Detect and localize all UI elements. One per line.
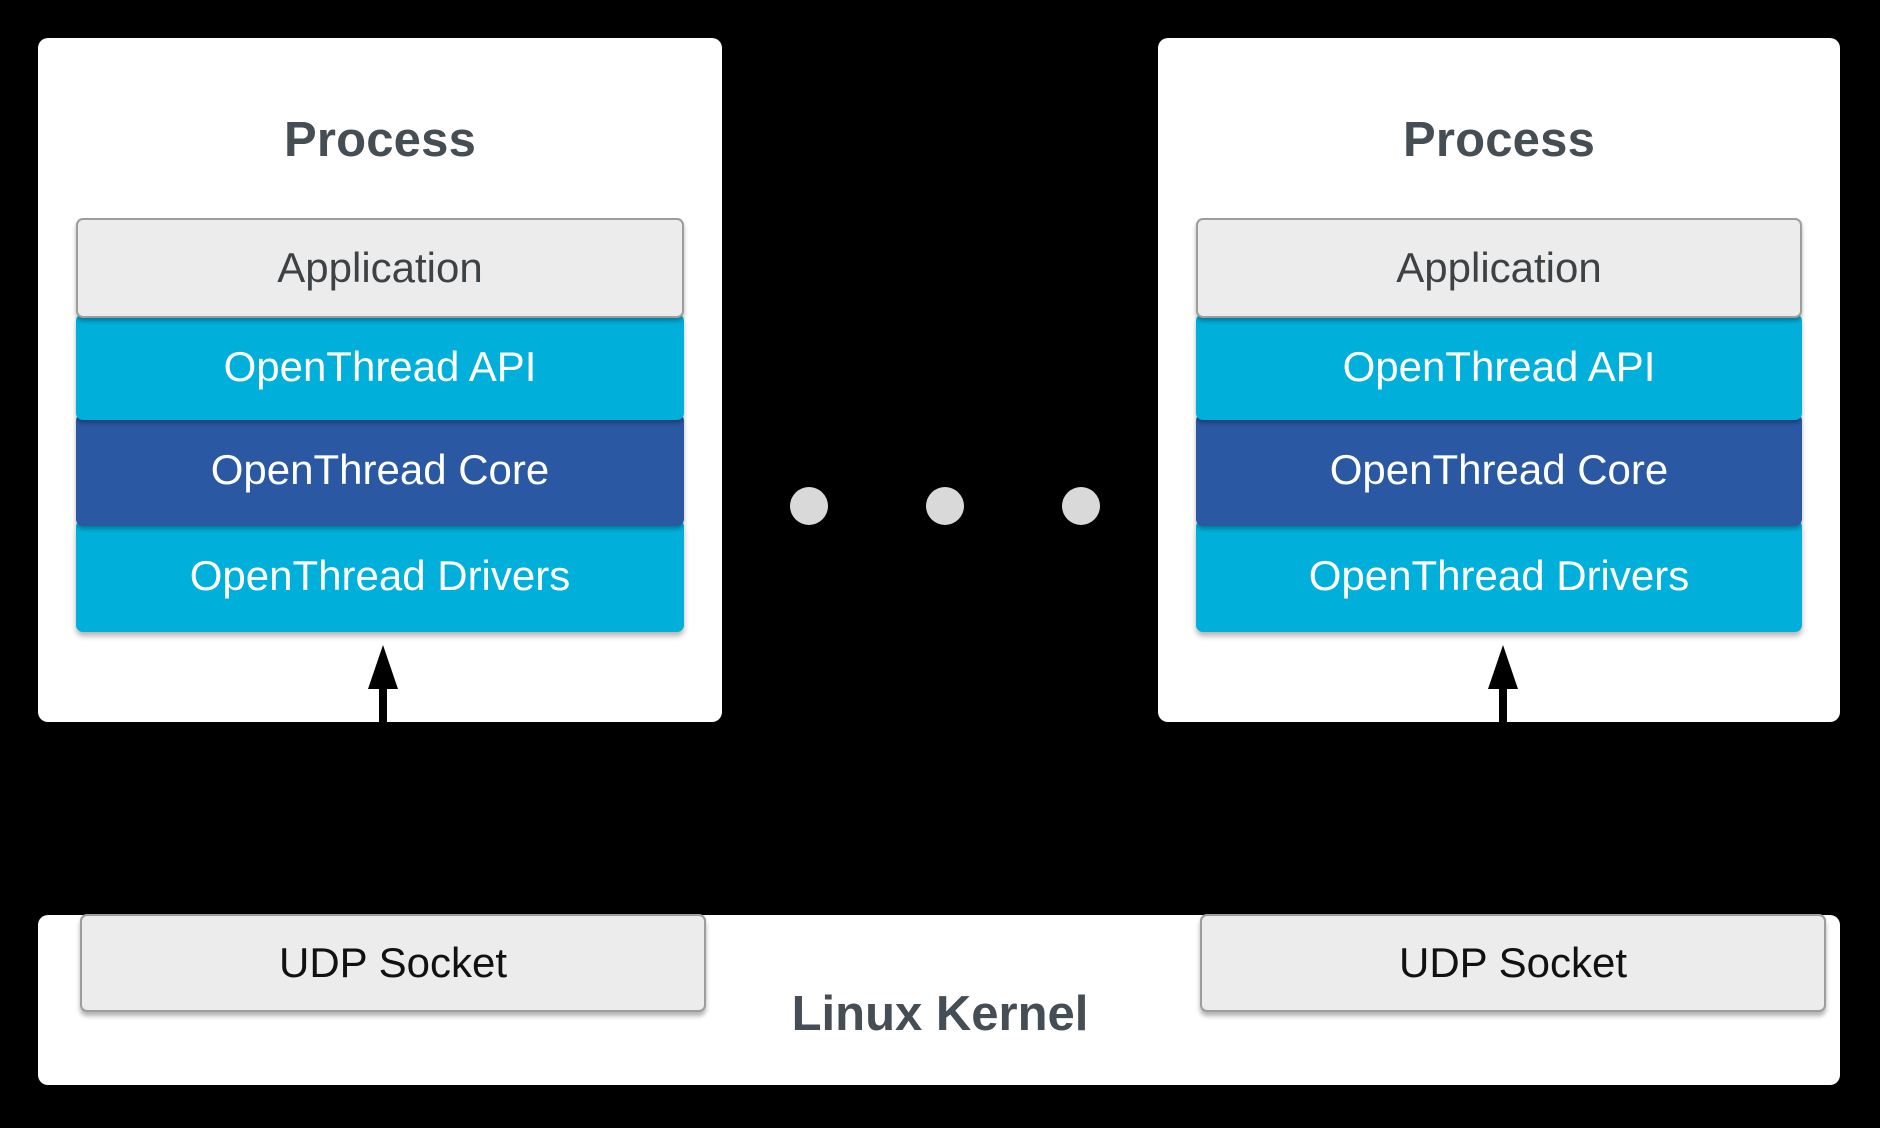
layer-openthread-api-left: OpenThread API: [76, 314, 684, 420]
layer-application-right: Application: [1196, 218, 1802, 318]
layer-application-left-label: Application: [277, 244, 483, 291]
udp-socket-right-label: UDP Socket: [1399, 939, 1627, 986]
layer-openthread-drivers-left: OpenThread Drivers: [76, 520, 684, 632]
process-box-left: Process Application OpenThread API OpenT…: [38, 38, 722, 722]
linux-kernel-title: Linux Kernel: [791, 987, 1089, 1041]
layer-openthread-api-right-label: OpenThread API: [1342, 343, 1656, 390]
ellipsis-dot: [926, 487, 964, 525]
layer-openthread-api-left-label: OpenThread API: [223, 343, 537, 390]
ellipsis-dot: [1062, 487, 1100, 525]
layer-application-right-label: Application: [1396, 244, 1602, 291]
horizontal-ellipsis-icon: [790, 478, 1100, 534]
layer-openthread-drivers-right-label: OpenThread Drivers: [1308, 552, 1690, 599]
udp-socket-left-label: UDP Socket: [279, 939, 507, 986]
layer-openthread-core-right: OpenThread Core: [1196, 414, 1802, 526]
process-box-right: Process Application OpenThread API OpenT…: [1158, 38, 1840, 722]
layer-openthread-drivers-right: OpenThread Drivers: [1196, 520, 1802, 632]
process-right-layer-stack: Application OpenThread API OpenThread Co…: [1196, 218, 1802, 632]
process-left-layer-stack: Application OpenThread API OpenThread Co…: [76, 218, 684, 632]
arrow-up-icon-right: [1486, 645, 1520, 767]
udp-socket-box-right: UDP Socket: [1200, 914, 1826, 1012]
arrow-up-icon-left: [366, 645, 400, 767]
layer-openthread-drivers-left-label: OpenThread Drivers: [189, 552, 571, 599]
layer-openthread-core-right-label: OpenThread Core: [1329, 446, 1669, 493]
process-right-title: Process: [1402, 113, 1596, 167]
layer-application-left: Application: [76, 218, 684, 318]
ellipsis-dot: [790, 487, 828, 525]
layer-openthread-api-right: OpenThread API: [1196, 314, 1802, 420]
layer-openthread-core-left-label: OpenThread Core: [210, 446, 550, 493]
udp-socket-box-left: UDP Socket: [80, 914, 706, 1012]
process-left-title: Process: [283, 113, 477, 167]
layer-openthread-core-left: OpenThread Core: [76, 414, 684, 526]
